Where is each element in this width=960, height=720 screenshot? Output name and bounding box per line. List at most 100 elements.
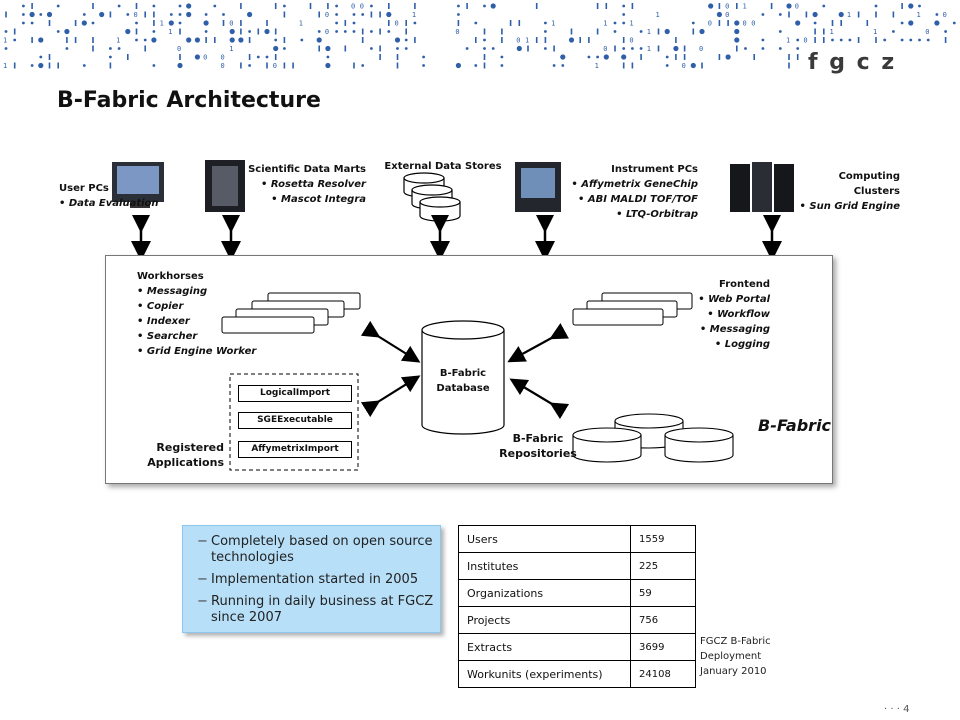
frontend-windows xyxy=(572,292,693,326)
data-marts-item: Mascot Integra xyxy=(236,192,366,207)
svg-text:0: 0 xyxy=(221,62,225,70)
svg-text:1: 1 xyxy=(647,28,651,36)
frontend-label: Frontend Web Portal Workflow Messaging L… xyxy=(660,277,770,352)
instrument-pcs-item: Affymetrix GeneChip xyxy=(560,177,698,192)
svg-text:1: 1 xyxy=(168,28,172,36)
svg-text:1: 1 xyxy=(647,45,651,53)
svg-text:0: 0 xyxy=(751,20,755,28)
data-marts-label: Scientific Data Marts Rosetta Resolver M… xyxy=(236,162,366,207)
deployment-note: FGCZ B-Fabric Deployment January 2010 xyxy=(700,636,771,677)
svg-text:1: 1 xyxy=(229,45,233,53)
data-marts-item: Rosetta Resolver xyxy=(236,177,366,192)
svg-text:0: 0 xyxy=(925,28,929,36)
database-cylinder xyxy=(421,320,505,435)
app-affymetriximport: AffymetrixImport xyxy=(238,441,352,458)
highlight-item: Running in daily business at FGCZ since … xyxy=(197,594,440,626)
svg-text:1: 1 xyxy=(603,20,607,28)
svg-text:0: 0 xyxy=(795,3,799,11)
instrument-pcs-label: Instrument PCs Affymetrix GeneChip ABI M… xyxy=(560,162,698,222)
repository-cylinders xyxy=(572,413,734,463)
repos-db-arrow xyxy=(509,378,570,420)
workhorses-label: Workhorses Messaging Copier Indexer Sear… xyxy=(137,269,256,359)
stat-value: 24108 xyxy=(630,660,696,688)
registered-apps-box xyxy=(229,373,359,471)
svg-text:0: 0 xyxy=(273,62,277,70)
user-pcs-item: Data Evaluation xyxy=(59,196,159,211)
svg-text:0: 0 xyxy=(360,3,364,11)
svg-text:0: 0 xyxy=(221,54,225,62)
svg-text:0: 0 xyxy=(134,11,138,19)
svg-text:1: 1 xyxy=(629,20,633,28)
svg-text:1: 1 xyxy=(917,11,921,19)
svg-text:1: 1 xyxy=(412,11,416,19)
svg-text:0: 0 xyxy=(943,11,947,19)
svg-text:0: 0 xyxy=(177,45,181,53)
svg-text:1: 1 xyxy=(525,37,529,45)
app-sgeexecutable: SGEExecutable xyxy=(238,412,352,429)
page-title: B-Fabric Architecture xyxy=(57,88,321,113)
apps-db-arrow xyxy=(360,375,421,418)
stat-value: 225 xyxy=(630,552,696,580)
external-data-stores-icon xyxy=(403,172,461,222)
svg-text:0: 0 xyxy=(516,37,520,45)
svg-text:1: 1 xyxy=(873,28,877,36)
frontend-item: Workflow xyxy=(660,307,770,322)
svg-text:0: 0 xyxy=(725,3,729,11)
svg-text:0: 0 xyxy=(351,3,355,11)
instrument-pcs-item: ABI MALDI TOF/TOF xyxy=(560,192,698,207)
instrument-pc-icon xyxy=(515,162,561,212)
frontend-item: Messaging xyxy=(660,322,770,337)
svg-text:1: 1 xyxy=(847,11,851,19)
stat-value: 59 xyxy=(630,579,696,607)
svg-text:1: 1 xyxy=(3,62,7,70)
svg-text:1: 1 xyxy=(595,62,599,70)
svg-text:1: 1 xyxy=(656,11,660,19)
stat-label: Workunits (experiments) xyxy=(458,660,631,688)
workhorses-item: Messaging xyxy=(137,284,256,299)
frontend-item: Logging xyxy=(660,337,770,352)
stat-label: Organizations xyxy=(458,579,631,607)
highlight-item: Implementation started in 2005 xyxy=(197,572,440,588)
svg-text:0: 0 xyxy=(325,11,329,19)
page-number: · · · 4 xyxy=(884,704,910,715)
external-stores-label: External Data Stores xyxy=(384,161,502,172)
svg-text:0: 0 xyxy=(603,45,607,53)
frontend-db-arrow xyxy=(507,323,569,363)
clusters-item: Sun Grid Engine xyxy=(790,199,900,214)
stat-label: Extracts xyxy=(458,633,631,661)
svg-text:1: 1 xyxy=(551,20,555,28)
frontend-item: Web Portal xyxy=(660,292,770,307)
svg-text:0: 0 xyxy=(629,37,633,45)
workhorses-db-arrow xyxy=(360,320,421,363)
source-icons-layer xyxy=(112,160,794,222)
svg-text:1: 1 xyxy=(3,37,7,45)
instrument-pcs-item: LTQ-Orbitrap xyxy=(560,207,698,222)
workhorses-item: Indexer xyxy=(137,314,256,329)
svg-text:1: 1 xyxy=(299,20,303,28)
svg-text:1: 1 xyxy=(786,37,790,45)
svg-text:0: 0 xyxy=(743,20,747,28)
fgcz-logo: f g c z xyxy=(808,50,897,75)
svg-text:0: 0 xyxy=(803,37,807,45)
computing-cluster-icon xyxy=(730,162,794,212)
clusters-label: Computing Clusters Sun Grid Engine xyxy=(790,169,900,214)
stat-label: Users xyxy=(458,525,631,553)
svg-text:0: 0 xyxy=(682,62,686,70)
stat-label: Institutes xyxy=(458,552,631,580)
table-row: Workunits (experiments)24108 xyxy=(458,660,696,688)
bfabric-system-label: B-Fabric xyxy=(758,416,832,435)
stat-value: 756 xyxy=(630,606,696,634)
workhorses-item: Copier xyxy=(137,299,256,314)
svg-text:0: 0 xyxy=(203,54,207,62)
system-graphics xyxy=(221,292,734,471)
svg-text:1: 1 xyxy=(743,3,747,11)
